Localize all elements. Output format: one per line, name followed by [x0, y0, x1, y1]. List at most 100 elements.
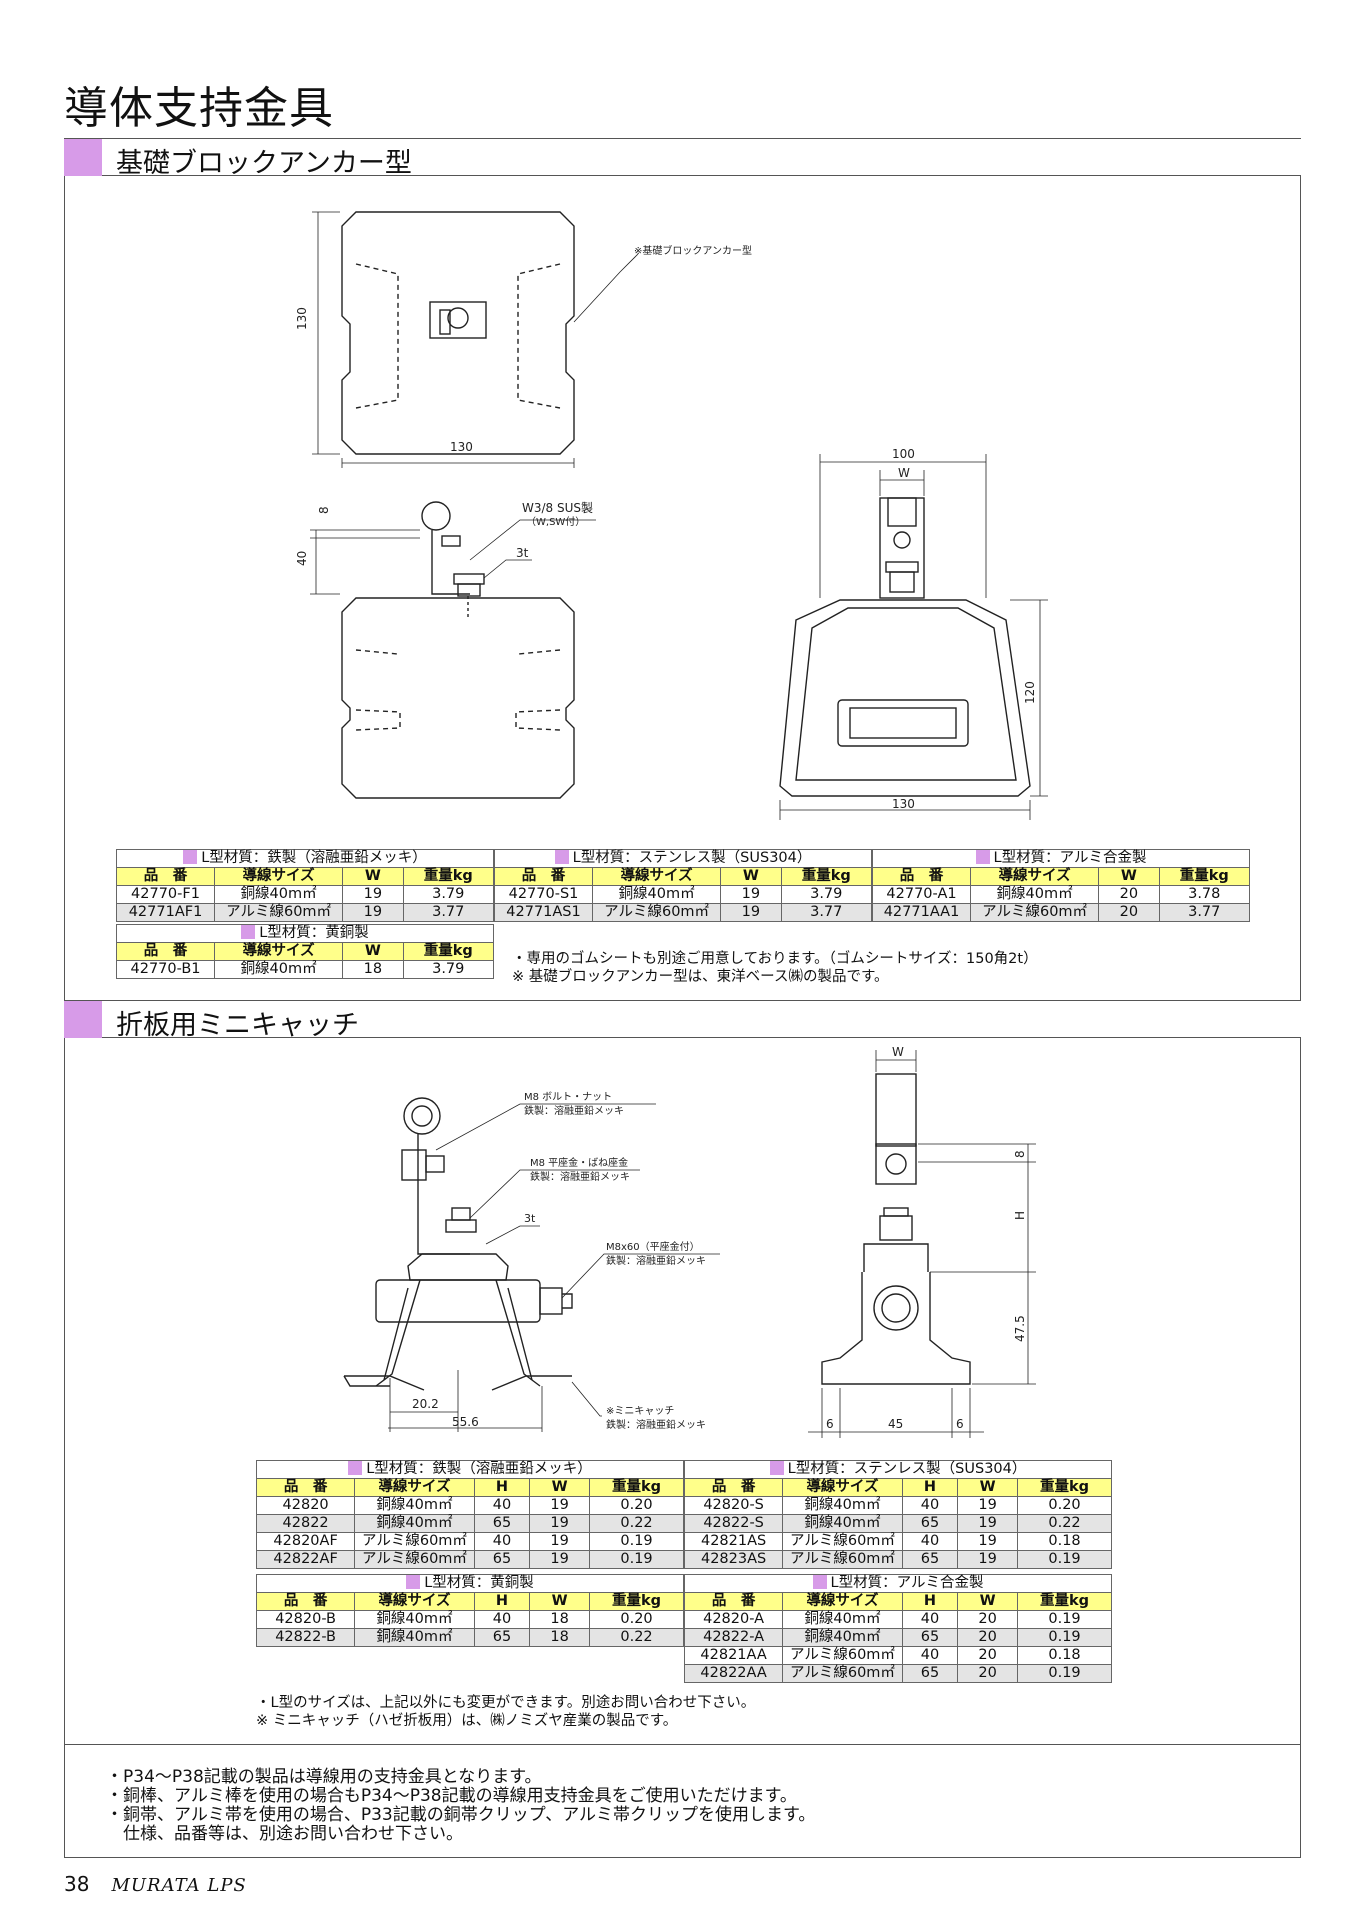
dim-45: 45 [888, 1417, 903, 1431]
table-cell: 3.79 [780, 885, 872, 904]
column-header: 品 番 [115, 867, 216, 886]
table-cell: 0.20 [589, 1610, 684, 1629]
material-group-cell: L型材質：黄銅製 [116, 924, 494, 943]
table-cell: 65 [473, 1628, 531, 1647]
material-group-label: L型材質：ステンレス製（SUS304） [572, 850, 812, 866]
table-cell: 19 [957, 1496, 1019, 1515]
material-group-cell: L型材質：鉄製（溶融亜鉛メッキ） [256, 1460, 684, 1479]
material-group-label: L型材質：鉄製（溶融亜鉛メッキ） [201, 850, 427, 866]
section2-title: 折板用ミニキャッチ [116, 1010, 359, 1041]
table-cell: 42771AA1 [871, 903, 972, 922]
column-header: W [957, 1592, 1019, 1611]
table-cell: 18 [529, 1610, 591, 1629]
table-cell: アルミ線60m㎡ [782, 1532, 903, 1551]
callout-anchor: ※基礎ブロックアンカー型 [634, 244, 752, 257]
table-cell: 19 [529, 1514, 591, 1533]
table-cell: 19 [720, 903, 782, 922]
table-cell: 20 [1098, 885, 1160, 904]
material-group-label: L型材質：鉄製（溶融亜鉛メッキ） [366, 1461, 592, 1477]
s1-note-1: ・専用のゴムシートも別途ご用意しております。（ゴムシートサイズ：150角2t） [512, 951, 1038, 967]
table-cell: 42770-S1 [493, 885, 594, 904]
column-header: 導線サイズ [354, 1478, 475, 1497]
table-cell: 0.20 [1017, 1496, 1112, 1515]
table-cell: 0.22 [589, 1628, 684, 1647]
table-cell: 40 [901, 1646, 959, 1665]
dim-h: H [1013, 1211, 1027, 1220]
material-group-cell: L型材質：ステンレス製（SUS304） [684, 1460, 1112, 1479]
table-cell: 65 [473, 1550, 531, 1569]
table-cell: 42822AF [255, 1550, 356, 1569]
material-group-row: L型材質：ステンレス製（SUS304） [684, 1460, 1112, 1479]
dim-130-bottom: 130 [892, 797, 915, 811]
table-cell: 銅線40m㎡ [354, 1628, 475, 1647]
bottom-note-1: ・P34～P38記載の製品は導線用の支持金具となります。 [106, 1767, 542, 1787]
m8-washer-label: M8 平座金・ばね座金 [530, 1156, 628, 1169]
column-header: 品 番 [683, 1592, 784, 1611]
table-cell: 42822-S [683, 1514, 784, 1533]
table-cell: 19 [957, 1550, 1019, 1569]
table-cell: 19 [957, 1514, 1019, 1533]
table-cell: 42821AS [683, 1532, 784, 1551]
column-header: H [473, 1478, 531, 1497]
table-cell: 65 [473, 1514, 531, 1533]
column-header: 導線サイズ [782, 1592, 903, 1611]
material-group-label: L型材質：ステンレス製（SUS304） [787, 1461, 1027, 1477]
table-cell: 0.19 [1017, 1550, 1112, 1569]
table-cell: 42770-B1 [115, 960, 216, 979]
table-cell: 銅線40m㎡ [214, 885, 344, 904]
table-cell: 40 [901, 1496, 959, 1515]
dim-130-horizontal: 130 [450, 440, 473, 454]
column-header: 導線サイズ [592, 867, 722, 886]
material-group-row: L型材質：アルミ合金製 [872, 849, 1250, 868]
table-cell: 銅線40m㎡ [592, 885, 722, 904]
s1-notes: ・専用のゴムシートも別途ご用意しております。（ゴムシートサイズ：150角2t） … [512, 950, 1038, 986]
table-cell: アルミ線60m㎡ [354, 1532, 475, 1551]
column-header: H [473, 1592, 531, 1611]
table-cell: 40 [473, 1532, 531, 1551]
table-cell: 3.79 [402, 960, 494, 979]
s2-note-2: ※ ミニキャッチ（ハゼ折板用）は、㈱ノミズヤ産業の製品です。 [256, 1713, 678, 1729]
material-group-row: L型材質：ステンレス製（SUS304） [494, 849, 872, 868]
m8-bolt-label: M8 ボルト・ナット [524, 1091, 612, 1103]
table-cell: 20 [957, 1610, 1019, 1629]
table-cell: 20 [957, 1628, 1019, 1647]
table-cell: アルミ線60m㎡ [214, 903, 344, 922]
table-cell: 18 [529, 1628, 591, 1647]
material-group-row: L型材質：鉄製（溶融亜鉛メッキ） [256, 1460, 684, 1479]
material-group-cell: L型材質：アルミ合金製 [684, 1574, 1112, 1593]
m8-bolt-material: 鉄製：溶融亜鉛メッキ [524, 1104, 624, 1117]
column-header: 導線サイズ [214, 867, 344, 886]
table-cell: 0.22 [589, 1514, 684, 1533]
material-group-cell: L型材質：ステンレス製（SUS304） [494, 849, 872, 868]
table-cell: 0.19 [1017, 1610, 1112, 1629]
dim-20-2: 20.2 [412, 1397, 439, 1411]
table-cell: 19 [720, 885, 782, 904]
column-header: W [720, 867, 782, 886]
table-cell: 65 [901, 1550, 959, 1569]
dim-47-5: 47.5 [1013, 1315, 1027, 1342]
column-header: 品 番 [255, 1592, 356, 1611]
dim-3t: 3t [516, 546, 529, 560]
table-cell: 20 [1098, 903, 1160, 922]
material-group-label: L型材質：アルミ合金製 [993, 850, 1147, 866]
column-header: 重量kg [780, 867, 872, 886]
column-header: 品 番 [493, 867, 594, 886]
m8x60-material: 鉄製：溶融亜鉛メッキ [606, 1254, 706, 1267]
table-cell: 42821AA [683, 1646, 784, 1665]
table-cell: 19 [529, 1496, 591, 1515]
bolt-label: W3/8 SUS製 [522, 501, 593, 515]
section2-header: 折板用ミニキャッチ [64, 1000, 1301, 1041]
table-cell: アルミ線60m㎡ [782, 1664, 903, 1683]
column-header: 導線サイズ [782, 1478, 903, 1497]
column-header: W [1098, 867, 1160, 886]
